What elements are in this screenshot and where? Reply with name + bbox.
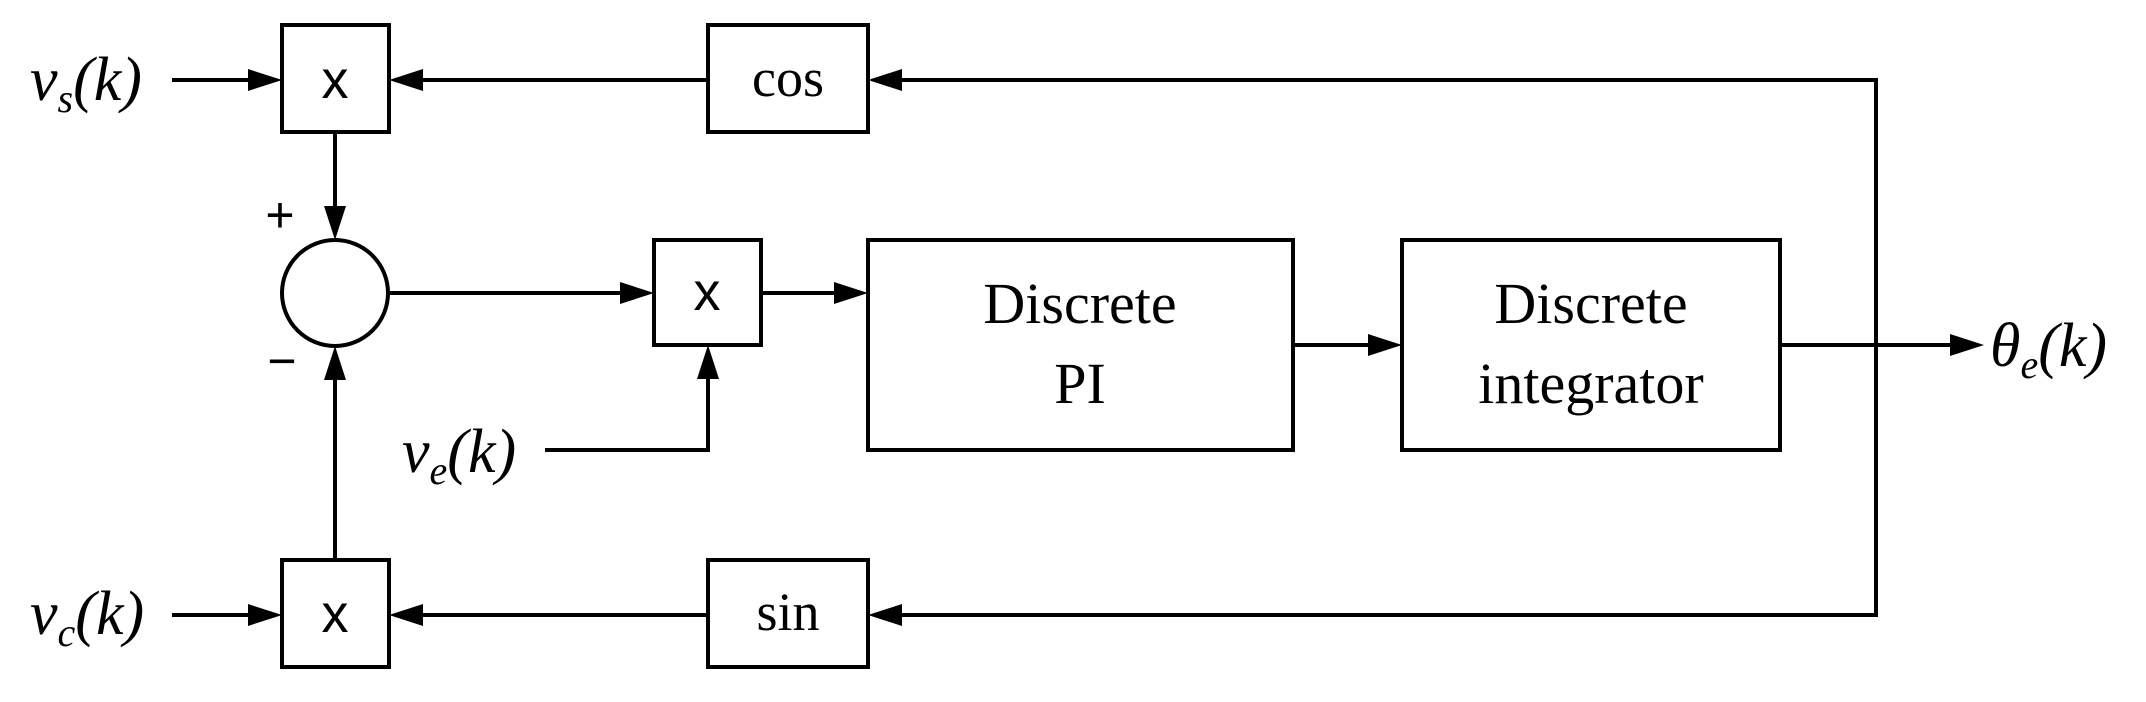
multiplier-bottom-label: x <box>322 584 349 644</box>
discrete-pi-label-line1: Discrete <box>983 271 1176 336</box>
arrowhead-vs-into-multiplier <box>248 69 282 91</box>
multiplier-mid-block <box>652 238 763 347</box>
cos-label: cos <box>752 48 824 108</box>
arrowhead-output <box>1950 334 1984 356</box>
arrowhead-into-summer-bottom <box>324 346 346 380</box>
output-label-theta: θe(k) <box>1990 312 2107 387</box>
arrowhead-sin-into-multiplier <box>389 604 423 626</box>
multiplier-mid-label: x <box>694 262 721 322</box>
cos-block <box>706 23 870 134</box>
sin-block <box>706 558 870 669</box>
arrowhead-into-summer-top <box>324 206 346 240</box>
input-label-vc: vc(k) <box>30 580 144 655</box>
discrete-integrator-block <box>1400 238 1782 452</box>
discrete-integrator-label-line2: integrator <box>1478 351 1703 416</box>
discrete-integrator-label-line1: Discrete <box>1494 271 1687 336</box>
arrowhead-ve-into-multiplier <box>697 345 719 379</box>
discrete-pi-label-line2: PI <box>1054 351 1106 416</box>
summing-junction <box>280 238 390 348</box>
multiplier-bottom-block <box>280 558 391 669</box>
arrowhead-feedback-into-sin <box>868 604 902 626</box>
arrowhead-into-multiplier-mid <box>620 282 654 304</box>
multiplier-top-block <box>280 23 391 134</box>
discrete-pi-block <box>866 238 1295 452</box>
multiplier-top-label: x <box>322 50 349 110</box>
arrowhead-cos-into-multiplier <box>389 69 423 91</box>
summer-plus-sign: + <box>265 187 294 243</box>
sin-label: sin <box>756 582 819 642</box>
arrowhead-feedback-into-cos <box>868 69 902 91</box>
wire-feedback-loop <box>891 78 1878 617</box>
arrowhead-vc-into-multiplier <box>248 604 282 626</box>
arrowhead-into-pi <box>834 282 868 304</box>
input-label-ve: ve(k) <box>402 418 516 493</box>
wire-ve-to-multiplier <box>545 369 710 452</box>
input-label-vs: vs(k) <box>30 46 142 121</box>
arrowhead-into-integrator <box>1368 334 1402 356</box>
summer-minus-sign: − <box>267 333 296 389</box>
